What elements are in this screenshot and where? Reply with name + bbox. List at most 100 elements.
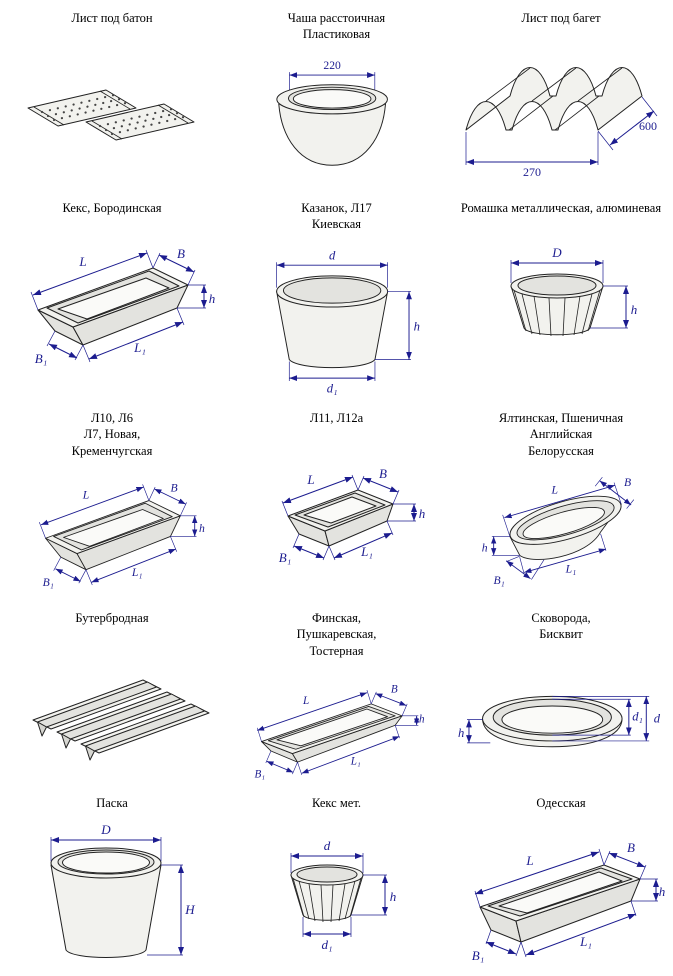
dim-d: d bbox=[551, 695, 660, 741]
dim-label-D: D bbox=[551, 245, 562, 260]
catalog-item-keks-borodinskaya: Кекс, Бородинская L B bbox=[0, 190, 224, 400]
drawing-round-pan: d d₁ h bbox=[458, 695, 660, 747]
dim-label-h: h bbox=[208, 291, 215, 306]
drawing-paska-bucket: D H bbox=[50, 822, 195, 959]
drawing-wavy-sheet: 270 600 bbox=[465, 67, 657, 178]
catalog-item-kazanok-l17: Казанок, Л17 Киевская d h bbox=[224, 190, 449, 400]
title-line: Лист под батон bbox=[71, 11, 153, 25]
dim-length: 600 bbox=[597, 97, 657, 151]
drawing-rect-pan: L B h L₁ bbox=[38, 481, 204, 589]
catalog-item-keks-met: Кекс мет. d h bbox=[224, 785, 449, 976]
dim-label-B1: B₁ bbox=[471, 948, 483, 963]
dim-label-h: h bbox=[419, 506, 426, 521]
wavy-sheet-shape: 270 600 bbox=[465, 67, 657, 178]
dim-label-B: B bbox=[177, 246, 185, 261]
title-line: Одесская bbox=[536, 796, 586, 810]
title-line: Ромашка металлическая, алюминевая bbox=[460, 201, 662, 215]
triple-trough-shape bbox=[32, 679, 209, 761]
item-title: Паска bbox=[96, 795, 128, 811]
dim-B: B bbox=[148, 481, 187, 516]
title-line: Казанок, Л17 bbox=[301, 201, 372, 215]
dim-label-diameter: 220 bbox=[323, 59, 341, 72]
kazanok-shape: d h d₁ bbox=[276, 248, 420, 395]
drawing-fluted-mold: D h bbox=[510, 245, 637, 337]
dim-B1: B₁ bbox=[42, 556, 86, 589]
dim-label-L1: L₁ bbox=[360, 544, 373, 559]
dim-label-H: H bbox=[184, 902, 195, 917]
dim-d: d bbox=[276, 248, 388, 288]
dim-L1: L₁ bbox=[85, 536, 177, 585]
drawing-long-pan: L B h L₁ bbox=[471, 840, 664, 963]
dim-B1: B₁ bbox=[34, 331, 83, 366]
title-line: Бисквит bbox=[539, 627, 583, 642]
title-line: Пластиковая bbox=[302, 27, 371, 42]
item-title: Сковорода, Бисквит bbox=[531, 610, 590, 643]
dim-label-L1: L₁ bbox=[564, 562, 576, 575]
title-line: Киевская bbox=[311, 217, 362, 232]
item-title: Лист под багет bbox=[521, 10, 600, 26]
dim-label-d: d bbox=[329, 248, 336, 262]
item-title: Ромашка металлическая, алюминевая bbox=[461, 200, 661, 216]
item-title: Ялтинская, Пшеничная Английская Белорусс… bbox=[499, 410, 623, 459]
dim-h: h bbox=[176, 284, 215, 309]
dim-L: L bbox=[38, 483, 149, 539]
perforated-sheets-shape bbox=[27, 89, 194, 141]
dim-h: h bbox=[387, 503, 426, 522]
dim-label-L: L bbox=[550, 483, 557, 496]
item-title: Лист под батон bbox=[71, 10, 152, 26]
dim-L: L bbox=[256, 689, 372, 742]
dim-label-h: h bbox=[630, 302, 637, 317]
catalog-item-l10-l6-l7: Л10, Л6 Л7, Новая, Кременчугская L bbox=[0, 400, 224, 600]
drawing-small-fluted-mold: d h d₁ bbox=[290, 838, 396, 952]
title-line: Финская, bbox=[311, 611, 362, 625]
dim-label-L: L bbox=[78, 254, 86, 269]
drawing-triple-trough bbox=[32, 679, 209, 761]
dim-label-L1: L₁ bbox=[130, 566, 142, 579]
fluted-mold-shape: d h d₁ bbox=[290, 838, 396, 952]
item-title: Чаша расстоичная Пластиковая bbox=[288, 10, 385, 43]
title-line: Л7, Новая, bbox=[83, 427, 141, 442]
title-line: Сковорода, bbox=[531, 611, 591, 625]
pan-shape: L B h L₁ bbox=[30, 246, 215, 366]
pan-shape: L B h L₁ bbox=[279, 466, 425, 565]
dim-h: h bbox=[395, 713, 425, 725]
oval-pan-shape: L B h L₁ bbox=[481, 476, 634, 587]
item-title: Бутербродная bbox=[75, 610, 148, 626]
catalog-item-skovoroda-biskvit: Сковорода, Бисквит d d₁ bbox=[449, 600, 673, 785]
title-line: Тостерная bbox=[309, 643, 364, 658]
dim-width: 270 bbox=[465, 132, 598, 178]
dim-label-B1: B₁ bbox=[34, 351, 46, 366]
dim-B: B bbox=[152, 246, 195, 286]
pan-shape: L B h L₁ bbox=[254, 683, 425, 780]
title-line: Пушкаревская, bbox=[296, 627, 377, 642]
catalog-item-odesskaya: Одесская L B bbox=[449, 785, 673, 976]
catalog-item-chasha-rasstoichnaya: Чаша расстоичная Пластиковая 220 bbox=[224, 0, 449, 190]
item-title: Финская, Пушкаревская, Тостерная bbox=[297, 610, 377, 659]
dim-label-B: B bbox=[379, 466, 387, 481]
item-title: Одесская bbox=[536, 795, 585, 811]
dim-label-h: h bbox=[419, 713, 425, 725]
dim-label-B1: B₁ bbox=[279, 550, 291, 565]
dim-d1: d₁ bbox=[288, 361, 376, 395]
title-line: Белорусская bbox=[528, 443, 594, 458]
dim-label-B: B bbox=[170, 481, 177, 494]
dim-B1: B₁ bbox=[471, 930, 521, 963]
dim-h: h bbox=[351, 874, 396, 916]
drawing-kazanok: d h d₁ bbox=[276, 248, 420, 395]
dim-label-B: B bbox=[623, 476, 630, 489]
fluted-mold-shape: D h bbox=[510, 245, 637, 337]
dim-label-B: B bbox=[391, 683, 398, 695]
drawing-long-pan: L B h L₁ bbox=[254, 683, 425, 780]
title-line: Кременчугская bbox=[71, 443, 153, 458]
title-line: Ялтинская, Пшеничная bbox=[498, 411, 624, 425]
dim-L1: L₁ bbox=[520, 901, 636, 958]
title-line: Кекс, Бородинская bbox=[62, 201, 162, 215]
catalog-item-buterbrodnaya: Бутербродная bbox=[0, 600, 224, 785]
dim-h: h bbox=[481, 535, 520, 556]
dim-d: d bbox=[290, 838, 364, 874]
title-line: Паска bbox=[96, 796, 128, 810]
dim-label-d: d bbox=[324, 838, 331, 853]
dim-D: D bbox=[510, 245, 603, 284]
dim-label-B1: B₁ bbox=[254, 768, 265, 780]
dim-h: h bbox=[589, 285, 637, 329]
